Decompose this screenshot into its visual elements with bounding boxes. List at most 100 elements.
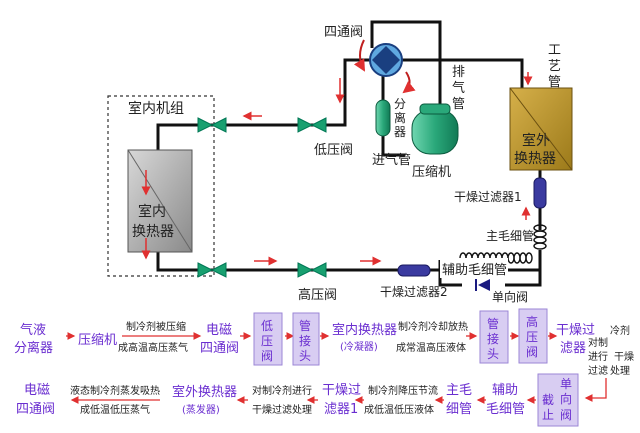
f2-filter-bottom: 干燥过滤处理 (252, 403, 312, 416)
separator-label: 分 离 器 (394, 97, 406, 139)
f2-outdoor-hx: 室外换热器 (172, 384, 237, 400)
f1-low-valve-3: 阀 (261, 349, 273, 363)
indoor-heat-exchanger: 室内 换热器 (127, 149, 193, 253)
flow-row-2: 电磁 四通阀 液态制冷剂蒸发吸热 成低温低压蒸气 室外换热器 (蒸发器) 对制冷… (16, 373, 579, 427)
f1-right-bot-2: 处理 (610, 365, 630, 377)
svg-text:排: 排 (452, 65, 465, 80)
f1-release-top: 制冷剂冷却放热 (398, 320, 468, 333)
f1-low-valve-box (253, 312, 283, 366)
f2-check-4: 止 (542, 408, 554, 422)
f1-joint-1-1: 管 (299, 318, 311, 333)
upper-valve-right (297, 117, 327, 133)
f1-low-valve-1: 低 (261, 319, 273, 333)
svg-text:艺: 艺 (548, 59, 561, 74)
svg-text:离: 离 (394, 110, 406, 125)
f2-main-cap-1: 主毛 (446, 383, 472, 398)
dry-filter-1 (533, 177, 547, 209)
compressor-label: 压缩机 (412, 164, 451, 180)
f1-right-mid-3: 过滤 (588, 364, 608, 377)
f2-evap-bottom: 成低温低压蒸气 (80, 403, 150, 416)
f2-check-1: 截 (542, 393, 554, 407)
main-capillary-coil (533, 224, 547, 250)
f1-right-mid-1: 对制 (588, 336, 608, 349)
f1-right-top: 冷剂 (610, 324, 630, 337)
f2-main-cap-2: 细管 (446, 402, 472, 417)
f2-throttle-top: 制冷剂降压节流 (368, 384, 438, 397)
upper-valve-left (197, 117, 227, 133)
f1-right-bot-1: 干燥 (614, 351, 634, 363)
f2-solenoid-2: 四通阀 (16, 402, 55, 417)
indoor-hx-label-2: 换热器 (132, 223, 174, 240)
f1-low-valve-2: 压 (261, 334, 273, 348)
four-way-valve (353, 39, 416, 94)
indoor-unit-label: 室内机组 (128, 100, 184, 117)
intake-line (381, 135, 405, 157)
svg-text:管: 管 (452, 97, 465, 112)
compressor (411, 103, 459, 155)
dry-filter-2 (397, 264, 431, 277)
flow-row-1: 气液 分离器 压缩机 制冷剂被压缩 成高温高压蒸气 电磁 四通阀 低 压 阀 管… (14, 308, 634, 377)
f1-joint-2-1: 管 (487, 316, 499, 331)
flow-arrows (141, 72, 533, 266)
main-capillary-label: 主毛细管 (486, 228, 534, 243)
f2-evap-top: 液态制冷剂蒸发吸热 (70, 384, 160, 397)
f1-release-bottom: 成常温高压液体 (396, 341, 466, 354)
return-connector (584, 378, 607, 402)
separator (375, 99, 391, 137)
low-pressure-line (156, 58, 370, 150)
lower-valve-left (197, 262, 227, 278)
aux-capillary-bg (440, 258, 508, 278)
process-pipe-label: 工 艺 管 (548, 43, 561, 90)
svg-text:分: 分 (394, 97, 406, 111)
f1-high-valve-3: 阀 (526, 345, 538, 359)
low-pressure-valve-label: 低压阀 (314, 143, 353, 158)
f1-indoor-hx: 室内换热器 (332, 322, 397, 338)
f2-aux-cap-2: 毛细管 (486, 402, 525, 417)
f2-check-2: 单 (560, 377, 572, 391)
exhaust-pipe-label: 排 气 管 (452, 65, 465, 112)
f1-gas-liquid-sep-2: 分离器 (14, 340, 53, 356)
dry-filter-1-label: 干燥过滤器1 (454, 190, 522, 204)
f1-joint-2-box (479, 310, 509, 364)
outdoor-hx-label-1: 室外 (522, 132, 550, 149)
f2-check-5: 阀 (560, 408, 572, 422)
svg-text:工: 工 (548, 43, 561, 58)
f1-solenoid-2: 四通阀 (200, 341, 239, 356)
f2-solenoid-1: 电磁 (24, 383, 50, 398)
svg-text:器: 器 (394, 125, 406, 139)
svg-text:气: 气 (452, 80, 465, 96)
check-valve-label: 单向阀 (492, 289, 528, 304)
f1-high-valve-box (518, 308, 548, 364)
f1-dry-filter-2: 滤器 (560, 341, 586, 356)
f1-compressor: 压缩机 (78, 332, 117, 348)
lower-valve-right (297, 262, 327, 278)
f1-condenser: (冷凝器) (340, 340, 378, 353)
f1-compress-bottom: 成高温高压蒸气 (118, 341, 188, 354)
process-line (440, 58, 524, 88)
f1-joint-1-3: 头 (299, 349, 311, 363)
indoor-unit-frame (107, 95, 215, 277)
liquid-line (156, 205, 440, 272)
f2-dry-filter-1: 干燥过 (322, 383, 361, 398)
svg-text:管: 管 (548, 75, 561, 90)
f1-right-mid-2: 进行 (588, 350, 608, 363)
f1-solenoid-1: 电磁 (206, 323, 232, 338)
f2-dry-filter-2: 滤器1 (324, 402, 358, 417)
f1-compress-top: 制冷剂被压缩 (126, 320, 186, 333)
aux-capillary-label: 辅助毛细管 (442, 263, 507, 278)
f2-aux-cap-1: 辅助 (492, 383, 518, 398)
check-valve (475, 279, 490, 291)
dry-filter-2-label: 干燥过滤器2 (380, 285, 448, 299)
f1-gas-liquid-sep-1: 气液 (20, 322, 46, 338)
f1-joint-2-3: 头 (487, 347, 499, 361)
f2-filter-top: 对制冷剂进行 (252, 384, 312, 397)
f1-dry-filter-1: 干燥过 (556, 323, 595, 338)
f2-throttle-bottom: 成低温低压液体 (364, 403, 434, 416)
f1-joint-2-2: 接 (487, 331, 499, 346)
indoor-hx-label-1: 室内 (138, 203, 166, 220)
f1-high-valve-1: 高 (526, 314, 538, 329)
f1-high-valve-2: 压 (526, 330, 538, 344)
f1-joint-1-2: 接 (299, 333, 311, 348)
